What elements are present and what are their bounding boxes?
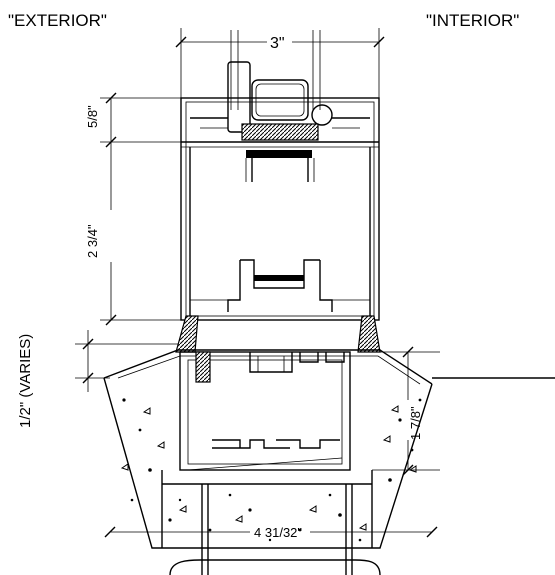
frame-height-text: 2 3/4"	[85, 224, 100, 258]
embed-depth-dimension: 1 7/8"	[372, 346, 440, 476]
top-width-text: 3"	[270, 35, 285, 52]
frame-profile	[180, 97, 380, 321]
sill-height-dimension: 1/2" (VARIES)	[17, 330, 190, 428]
top-width-dimension: 3"	[175, 28, 385, 98]
upper-height-text: 5/8"	[85, 105, 100, 128]
sealant-beads	[175, 315, 381, 353]
frame-height-dimension: 2 3/4"	[85, 142, 181, 326]
embed-depth-text: 1 7/8"	[408, 406, 423, 440]
sill-height-text: 1/2" (VARIES)	[17, 334, 34, 428]
bottom-width-dimension: 4 31/32"	[104, 525, 438, 540]
detail-callout-oval	[169, 559, 381, 575]
upper-height-dimension: 5/8"	[85, 92, 181, 148]
concrete-substrate	[103, 377, 555, 575]
subsill-profile	[103, 349, 433, 471]
interior-label: "INTERIOR"	[426, 11, 519, 30]
exterior-label: "EXTERIOR"	[8, 11, 107, 30]
bottom-width-text: 4 31/32"	[254, 525, 302, 540]
glazing	[227, 30, 333, 133]
